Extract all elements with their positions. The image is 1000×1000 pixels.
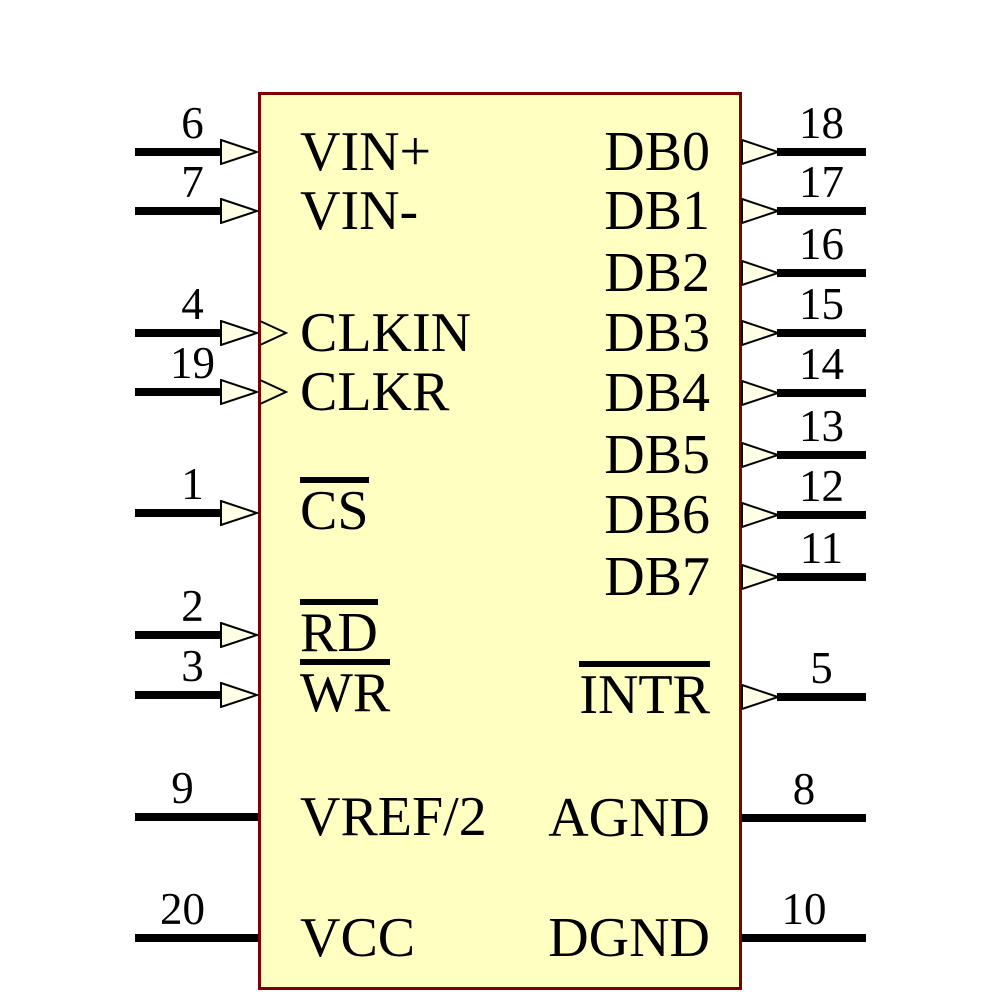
- pin-4-wire[interactable]: [135, 329, 222, 337]
- pin-5-label: INTR: [579, 661, 710, 723]
- pin-2-wire[interactable]: [135, 631, 222, 639]
- pin-18-number: 18: [799, 98, 844, 148]
- pin-17-label: DB1: [604, 180, 710, 242]
- output-arrow-icon: [741, 442, 780, 468]
- pin-19-label: CLKR: [300, 361, 450, 423]
- pin-4-number: 4: [181, 279, 204, 329]
- pin-9-wire[interactable]: [135, 813, 258, 821]
- pin-13-wire[interactable]: [777, 451, 866, 459]
- pin-6-wire[interactable]: [135, 148, 222, 156]
- pin-20-label: VCC: [300, 907, 416, 969]
- pin-3-wire[interactable]: [135, 691, 222, 699]
- input-arrow-icon: [220, 682, 259, 708]
- pin-9-label: VREF/2: [300, 786, 487, 848]
- ic-body[interactable]: [258, 92, 742, 990]
- pin-6-label: VIN+: [300, 121, 432, 183]
- pin-20-wire[interactable]: [135, 934, 258, 942]
- pin-12-wire[interactable]: [777, 511, 866, 519]
- output-arrow-icon: [741, 502, 780, 528]
- output-arrow-icon: [741, 260, 780, 286]
- pin-5-number: 5: [810, 643, 833, 693]
- pin-8-wire[interactable]: [742, 814, 866, 822]
- pin-12-label: DB6: [604, 484, 710, 546]
- input-arrow-icon: [220, 622, 259, 648]
- pin-18-wire[interactable]: [777, 148, 866, 156]
- pin-17-wire[interactable]: [777, 207, 866, 215]
- input-arrow-icon: [220, 198, 259, 224]
- output-arrow-icon: [741, 380, 780, 406]
- pin-20-number: 20: [160, 884, 205, 934]
- pin-11-label: DB7: [604, 546, 710, 608]
- pin-8-label: AGND: [548, 787, 710, 849]
- output-arrow-icon: [741, 320, 780, 346]
- pin-19-number: 19: [170, 338, 215, 388]
- pin-12-number: 12: [799, 461, 844, 511]
- pin-16-label: DB2: [604, 242, 710, 304]
- pin-15-label: DB3: [604, 302, 710, 364]
- pin-15-wire[interactable]: [777, 329, 866, 337]
- pin-7-number: 7: [181, 157, 204, 207]
- pin-7-wire[interactable]: [135, 207, 222, 215]
- pin-19-wire[interactable]: [135, 388, 222, 396]
- pin-11-number: 11: [799, 523, 844, 573]
- output-arrow-icon: [741, 139, 780, 165]
- pin-13-number: 13: [799, 401, 844, 451]
- pin-10-label: DGND: [548, 907, 710, 969]
- pin-2-number: 2: [181, 581, 204, 631]
- clock-icon: [259, 379, 289, 405]
- pin-17-number: 17: [799, 157, 844, 207]
- input-arrow-icon: [220, 500, 259, 526]
- input-arrow-icon: [220, 139, 259, 165]
- output-arrow-icon: [741, 684, 780, 710]
- output-arrow-icon: [741, 198, 780, 224]
- pin-7-label: VIN-: [300, 180, 419, 242]
- pin-1-wire[interactable]: [135, 509, 222, 517]
- pin-14-number: 14: [799, 339, 844, 389]
- pin-14-wire[interactable]: [777, 389, 866, 397]
- pin-8-number: 8: [792, 764, 816, 814]
- pin-3-label: WR: [300, 659, 391, 721]
- pin-1-label: CS: [300, 477, 369, 539]
- pin-3-number: 3: [181, 641, 204, 691]
- pin-10-number: 10: [781, 884, 827, 934]
- pin-16-number: 16: [799, 219, 844, 269]
- pin-14-label: DB4: [604, 362, 710, 424]
- pin-2-label: RD: [300, 599, 378, 661]
- pin-4-label: CLKIN: [300, 302, 472, 364]
- clock-icon: [259, 320, 289, 346]
- input-arrow-icon: [220, 320, 259, 346]
- pin-6-number: 6: [181, 98, 204, 148]
- pin-13-label: DB5: [604, 424, 710, 486]
- pin-1-number: 1: [181, 459, 204, 509]
- pin-16-wire[interactable]: [777, 269, 866, 277]
- pin-15-number: 15: [799, 279, 844, 329]
- pin-9-number: 9: [171, 763, 194, 813]
- pin-10-wire[interactable]: [742, 934, 866, 942]
- pin-11-wire[interactable]: [777, 573, 866, 581]
- pin-5-wire[interactable]: [777, 693, 866, 701]
- output-arrow-icon: [741, 564, 780, 590]
- input-arrow-icon: [220, 379, 259, 405]
- pin-18-label: DB0: [604, 121, 710, 183]
